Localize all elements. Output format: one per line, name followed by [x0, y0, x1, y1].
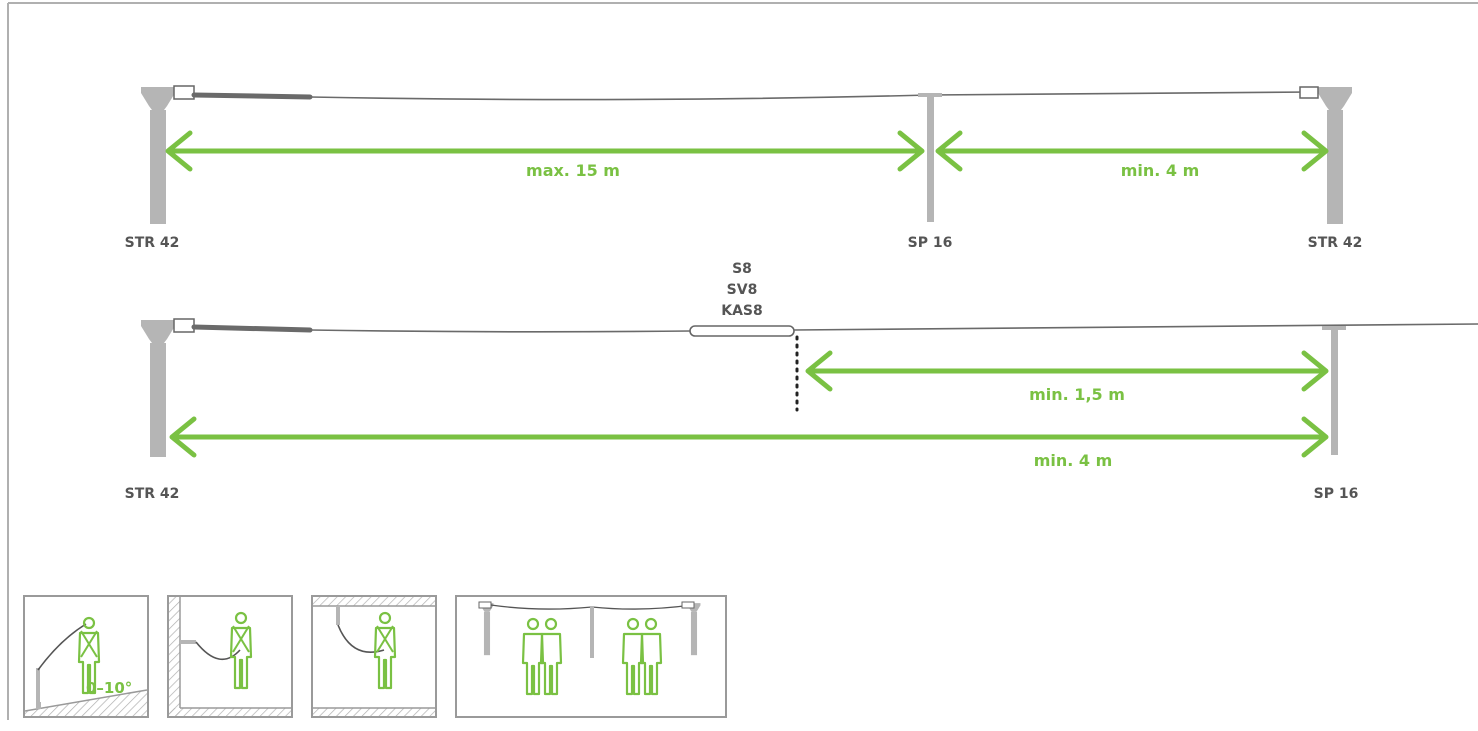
- row1-cable-right: [929, 91, 1313, 96]
- row1-system: max. 15 m min. 4 m STR 42 SP 16 STR 42: [125, 85, 1363, 251]
- row2-cable-left: [309, 329, 691, 333]
- pictogram-panel: 0–10°: [23, 595, 727, 718]
- span-long-label: min. 4 m: [1034, 451, 1113, 470]
- span-arrow-short: [805, 350, 1329, 392]
- angle-label: 0–10°: [86, 679, 132, 697]
- cable-tensioner-left: [173, 85, 313, 100]
- ceiling-anchor-icon: [311, 595, 437, 718]
- multi-user-icon: [455, 595, 727, 718]
- row2-cable-right: [793, 323, 1478, 331]
- connector-label: KAS8: [721, 303, 763, 319]
- cable-end-right: [1299, 86, 1319, 99]
- row1-cable-left: [309, 94, 931, 101]
- sp16-post-right: [1322, 326, 1346, 455]
- cable-tensioner-left: [173, 318, 313, 333]
- sp16-post-mid: [918, 93, 942, 222]
- row2-system: S8 SV8 KAS8 min. 1,5 m min. 4 m STR 42 S…: [125, 261, 1478, 502]
- span-arrow-right: [935, 130, 1329, 172]
- connector-link: [689, 325, 795, 337]
- connector-label: S8: [732, 261, 752, 277]
- span-short-label: min. 1,5 m: [1029, 385, 1125, 404]
- post-label: STR 42: [125, 235, 180, 251]
- span-arrow-left: [165, 130, 925, 172]
- post-label: SP 16: [1314, 486, 1359, 502]
- connector-label: SV8: [727, 282, 758, 298]
- wall-anchor-icon: [167, 595, 293, 718]
- span-left-label: max. 15 m: [526, 161, 620, 180]
- span-right-label: min. 4 m: [1121, 161, 1200, 180]
- post-label: STR 42: [1308, 235, 1363, 251]
- post-label: SP 16: [908, 235, 953, 251]
- post-label: STR 42: [125, 486, 180, 502]
- span-arrow-long: [169, 416, 1329, 458]
- sloped-floor-icon: 0–10°: [23, 595, 149, 718]
